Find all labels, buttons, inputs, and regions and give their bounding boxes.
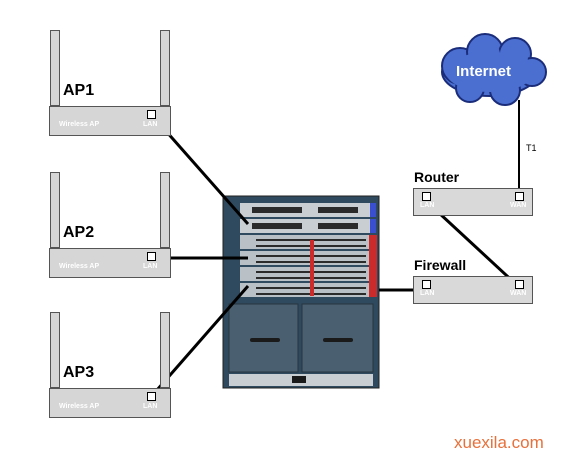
ap-model: Wireless AP	[59, 403, 100, 410]
ap-body: Wireless AP LAN	[49, 106, 171, 136]
antenna-icon	[50, 312, 60, 388]
lan-port-icon	[147, 110, 156, 119]
ap-body: Wireless AP LAN	[49, 248, 171, 278]
lan-port-icon	[147, 252, 156, 261]
router: LAN WAN	[413, 188, 533, 216]
lan-port-icon	[147, 392, 156, 401]
router-wan-label: WAN	[510, 202, 527, 209]
access-point-1: AP1 Wireless AP LAN	[49, 30, 171, 136]
firewall-title: Firewall	[414, 257, 467, 273]
firewall-wan-label: WAN	[510, 290, 527, 297]
router-lan-label: LAN	[420, 202, 435, 209]
wan-port-icon	[515, 192, 524, 201]
firewall-lan-label: LAN	[420, 290, 435, 297]
ap-port-label: LAN	[143, 263, 158, 270]
firewall: LAN WAN	[413, 276, 533, 304]
internet-label: Internet	[456, 63, 511, 80]
ap-title: AP1	[63, 82, 95, 99]
ap-title: AP2	[63, 224, 95, 241]
antenna-icon	[160, 30, 170, 106]
antenna-icon	[160, 172, 170, 248]
core-switch	[222, 195, 380, 389]
ap-model: Wireless AP	[59, 263, 100, 270]
ap-port-label: LAN	[143, 121, 158, 128]
t1-link-label: T1	[526, 143, 537, 153]
lan-port-icon	[422, 192, 431, 201]
internet-cloud: Internet	[441, 33, 547, 106]
ap-body: Wireless AP LAN	[49, 388, 171, 418]
ap-title: AP3	[63, 364, 95, 381]
switch-card-1	[240, 203, 374, 217]
ap-port-label: LAN	[143, 403, 158, 410]
ap-model: Wireless AP	[59, 121, 100, 128]
watermark: xuexila.com	[454, 433, 544, 452]
lan-port-icon	[422, 280, 431, 289]
antenna-icon	[50, 172, 60, 248]
router-title: Router	[414, 169, 460, 185]
wan-port-icon	[515, 280, 524, 289]
access-point-2: AP2 Wireless AP LAN	[49, 172, 171, 278]
antenna-icon	[160, 312, 170, 388]
access-point-3: AP3 Wireless AP LAN	[49, 312, 171, 418]
antenna-icon	[50, 30, 60, 106]
switch-card-2	[240, 219, 374, 233]
